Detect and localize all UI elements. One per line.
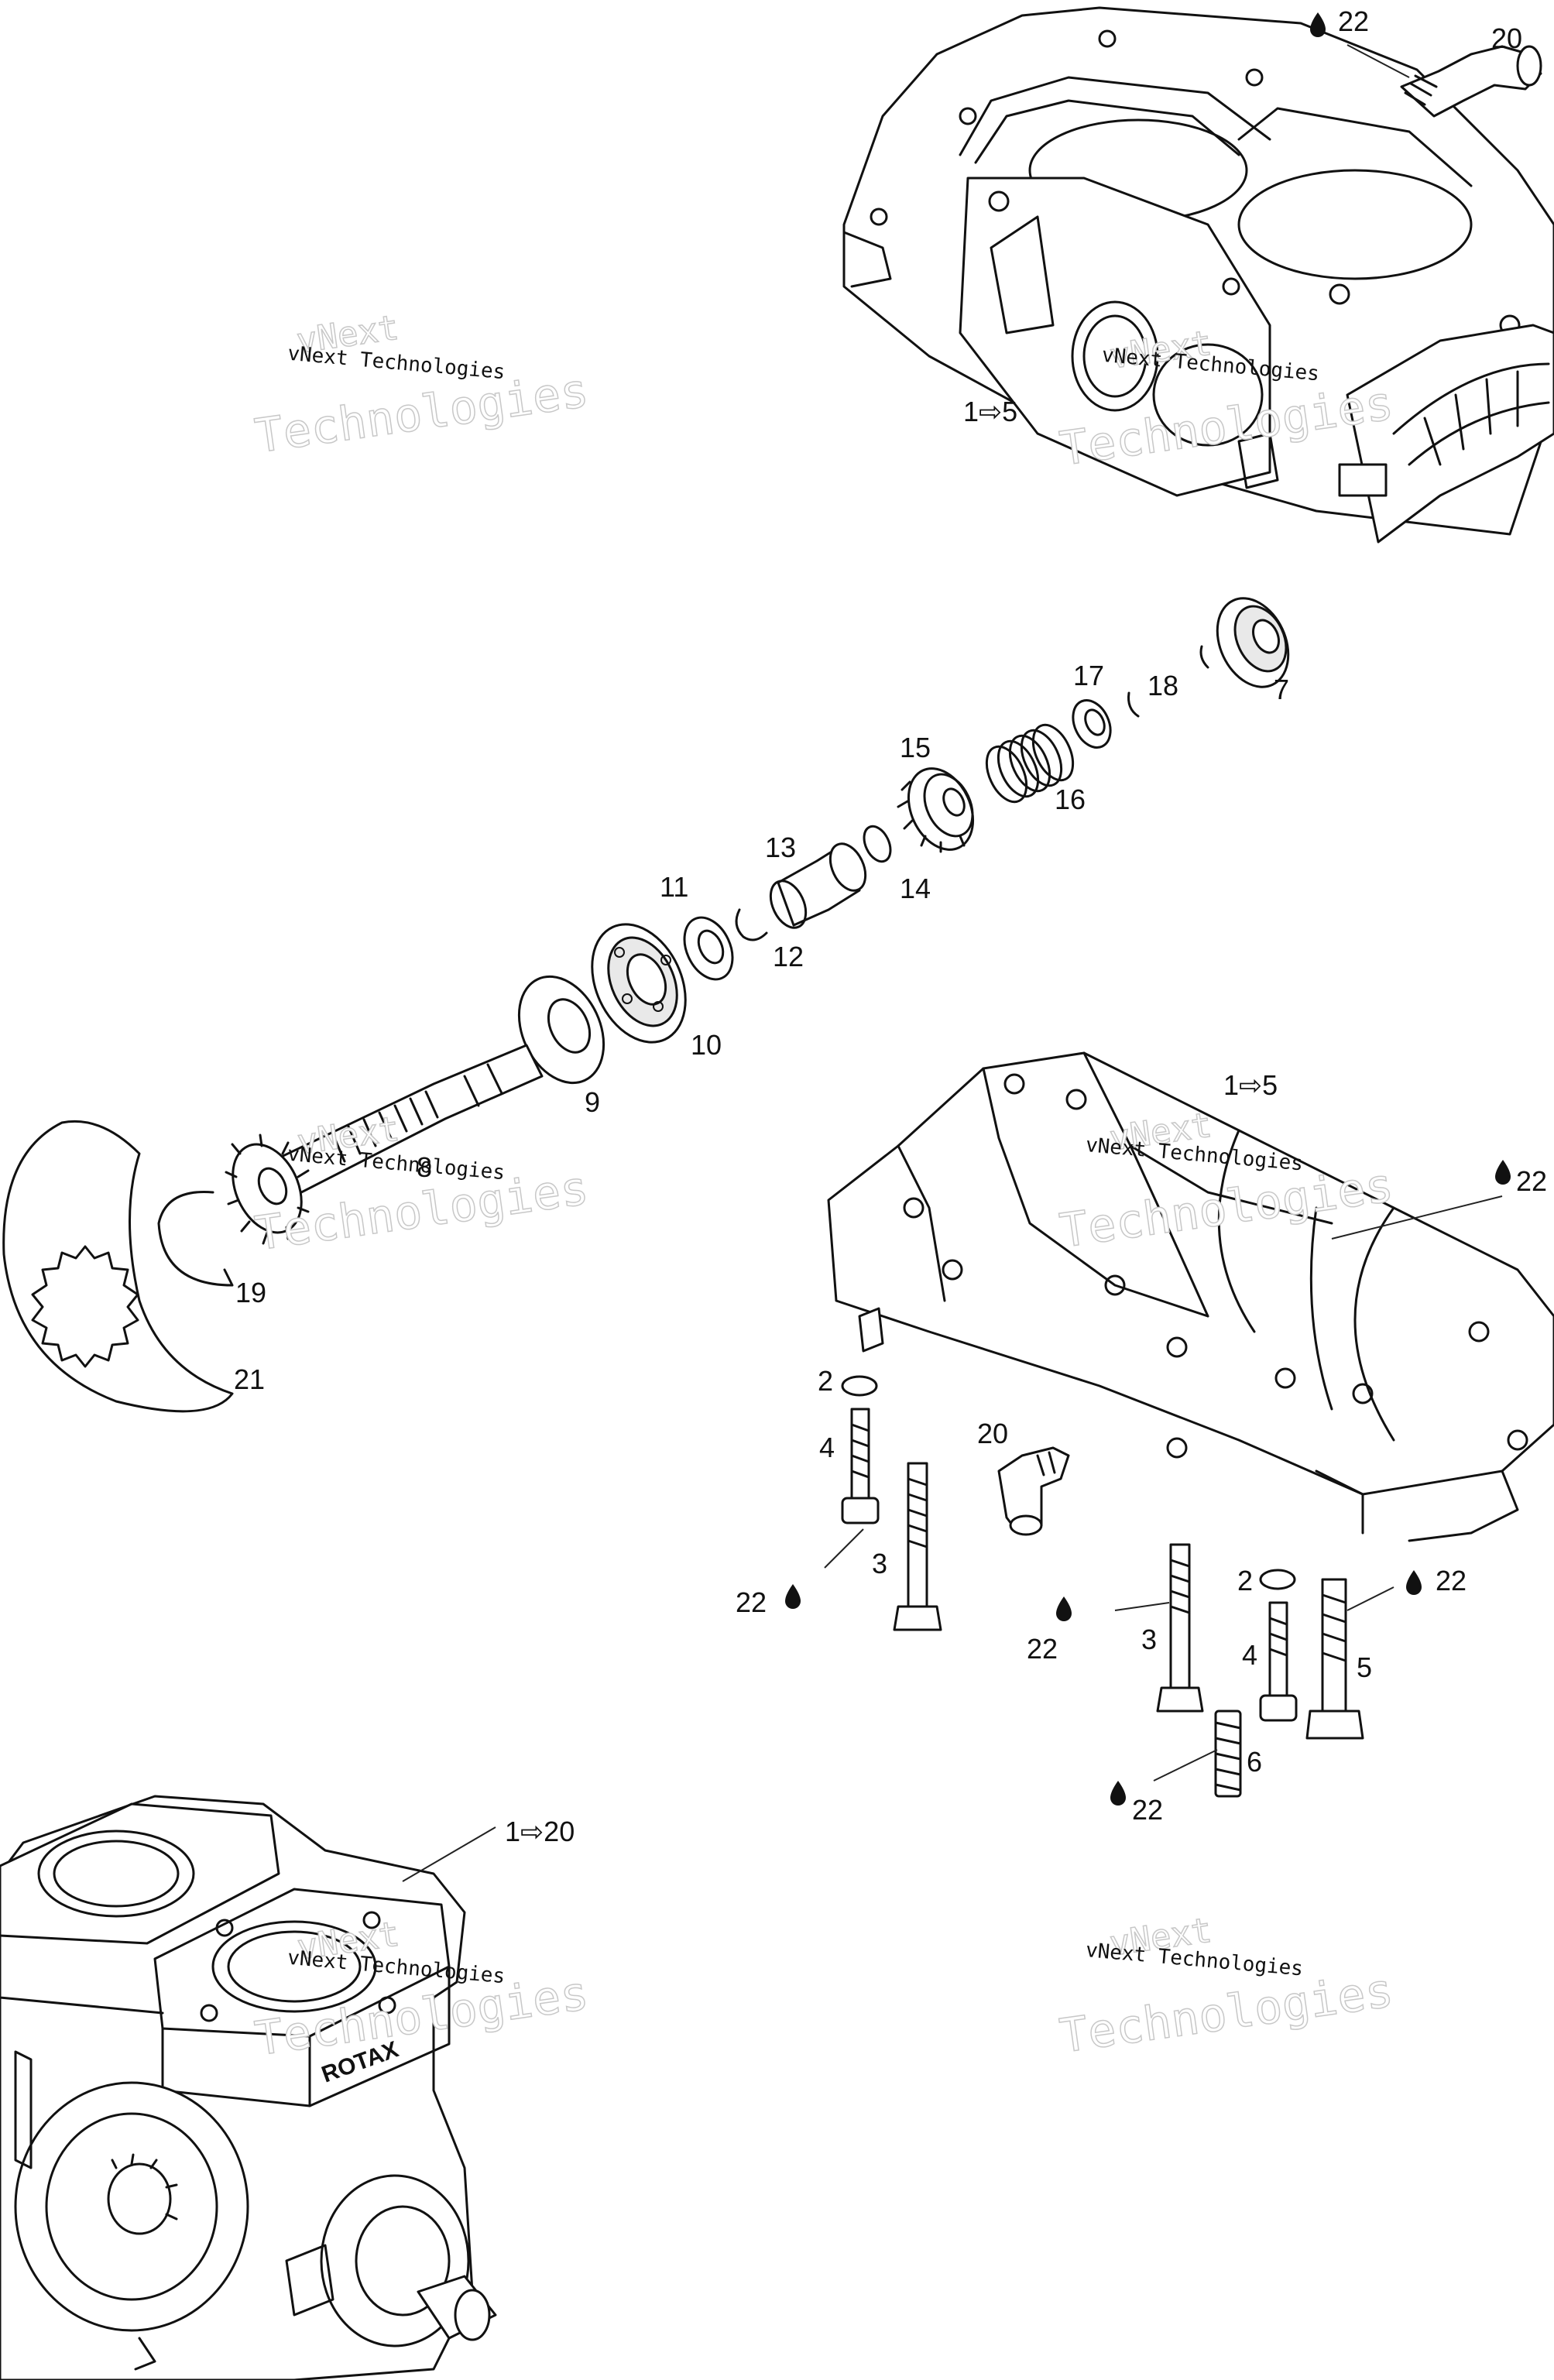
callout-3-right: 3	[1141, 1624, 1157, 1655]
watermark-big-word: Technologies	[1057, 1963, 1397, 2064]
gear-15	[897, 767, 975, 853]
sealant-drop-icon	[1310, 12, 1326, 37]
callout-5: 5	[1357, 1651, 1372, 1683]
callout-17: 17	[1073, 660, 1104, 691]
callout-22-left: 22	[736, 1586, 767, 1618]
screw-4-right	[1259, 1601, 1298, 1722]
callout-9: 9	[585, 1086, 600, 1118]
callout-3-left: 3	[872, 1548, 887, 1579]
leader-lines	[402, 44, 1503, 1882]
callout-1-20: 1⇨20	[505, 1816, 575, 1847]
callout-1-5-top: 1⇨5	[963, 396, 1017, 427]
bearing-10	[591, 923, 687, 1044]
callout-2-left: 2	[818, 1365, 833, 1397]
washer-2-right	[1259, 1569, 1296, 1590]
screw-4-left	[841, 1408, 880, 1524]
callout-22-center: 22	[1027, 1633, 1058, 1665]
spring-16	[985, 723, 1075, 804]
callout-6: 6	[1247, 1746, 1262, 1778]
washer-11	[683, 916, 734, 981]
callout-4-right: 4	[1242, 1639, 1257, 1671]
sealant-drop-icon	[1495, 1160, 1511, 1185]
callout-22-far-right: 22	[1436, 1565, 1467, 1596]
engine-assembly-drawing: ROTAX	[0, 1795, 497, 2380]
callout-13: 13	[765, 832, 796, 863]
watermark-big-word: Technologies	[252, 363, 592, 464]
lower-crankcase-drawing	[827, 1051, 1554, 1542]
sealant-drop-icon	[1110, 1781, 1126, 1806]
callout-19: 19	[235, 1277, 266, 1308]
callout-8: 8	[417, 1151, 432, 1183]
sealant-drop-icon	[1406, 1570, 1422, 1595]
bolt-5	[1305, 1578, 1364, 1740]
elbow-fitting-20-lower	[997, 1446, 1070, 1536]
callout-4-left: 4	[819, 1432, 835, 1463]
fasteners-group	[841, 1375, 1364, 1798]
circlip-12	[735, 908, 768, 941]
gasket-21	[2, 1120, 234, 1413]
callout-labels: 22 20 1⇨5 7 18 17 16 15 14 13 11 12 10 9…	[234, 5, 1547, 1847]
callout-7: 7	[1274, 674, 1289, 705]
callout-18: 18	[1147, 670, 1178, 701]
callout-12: 12	[773, 941, 804, 972]
bolt-3-right	[1156, 1543, 1204, 1713]
washer-2-left	[841, 1375, 878, 1397]
callout-2-right: 2	[1237, 1565, 1253, 1596]
callout-10: 10	[691, 1029, 722, 1061]
ring-14	[863, 825, 892, 863]
watermark-small-text: vNext Technologies	[286, 342, 506, 384]
drive-shaft-8	[225, 1044, 544, 1245]
callout-11: 11	[660, 871, 688, 903]
callout-22-top: 22	[1338, 5, 1369, 37]
callout-20-top: 20	[1491, 22, 1522, 54]
bolt-3-left	[893, 1462, 942, 1631]
circlip-18	[1199, 645, 1209, 669]
callout-22-right: 22	[1516, 1165, 1547, 1197]
sleeve-13	[769, 842, 867, 929]
callout-22-bottom: 22	[1132, 1794, 1163, 1826]
upper-crankcase-drawing	[842, 6, 1554, 544]
circlip-18b	[1127, 691, 1140, 718]
callout-21: 21	[234, 1363, 265, 1395]
elbow-fitting-20-top	[1400, 45, 1542, 118]
callout-1-5-mid: 1⇨5	[1223, 1069, 1278, 1101]
callout-15: 15	[900, 732, 931, 763]
callout-20-lower: 20	[977, 1418, 1008, 1449]
callout-16: 16	[1055, 784, 1086, 815]
circlip-19	[157, 1191, 234, 1287]
washer-17	[1072, 699, 1112, 749]
sealant-drops	[785, 12, 1511, 1806]
sealant-drop-icon	[1056, 1596, 1072, 1621]
stud-6	[1214, 1710, 1242, 1798]
callout-14: 14	[900, 873, 931, 904]
drive-shaft-assembly	[2, 597, 1290, 1413]
bearing-7	[1216, 597, 1290, 688]
sealant-drop-icon	[785, 1584, 801, 1609]
